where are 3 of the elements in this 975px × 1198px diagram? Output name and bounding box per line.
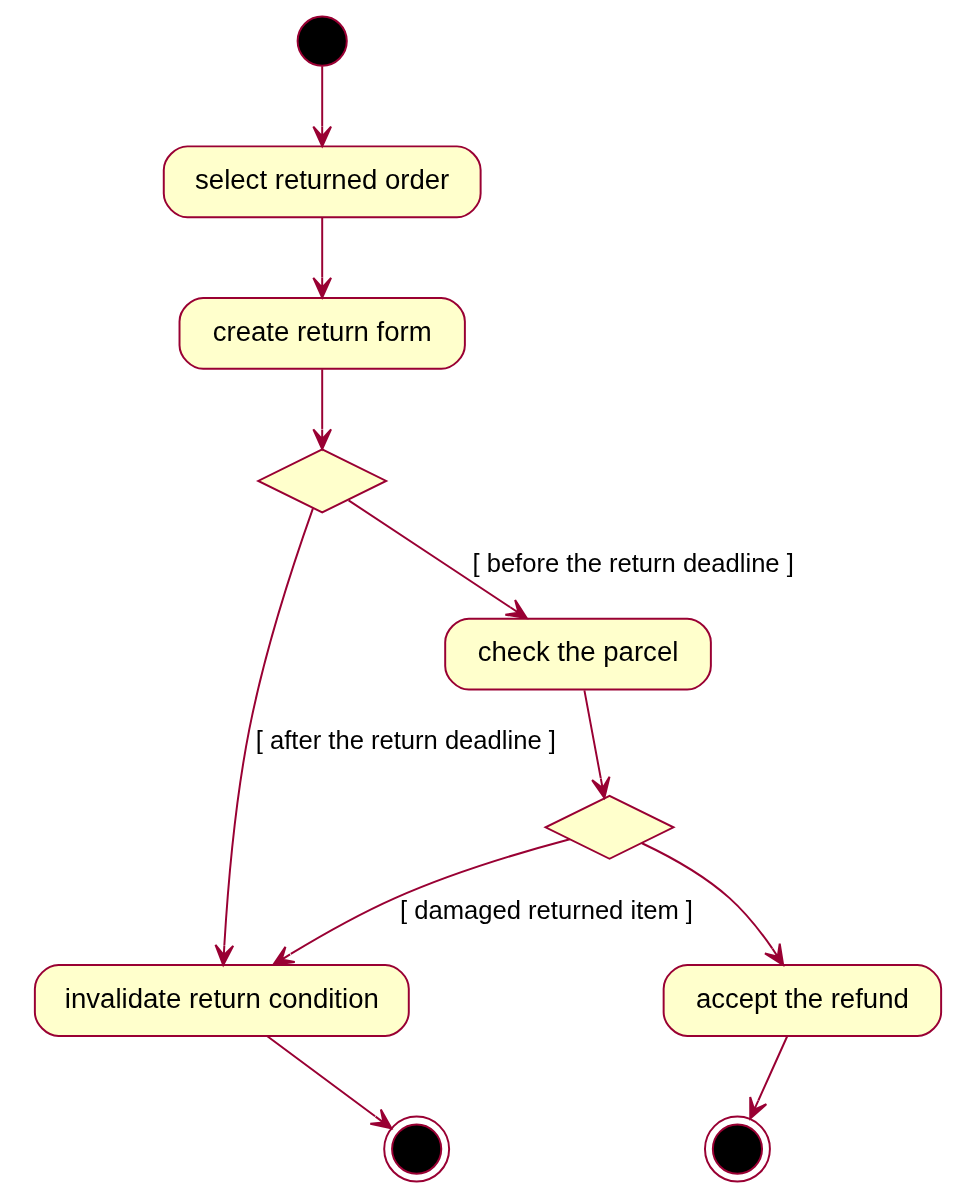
edge-label: [ damaged returned item ] xyxy=(399,895,693,924)
edge-label: [ after the return deadline ] xyxy=(255,726,556,755)
edge-label: [ before the return deadline ] xyxy=(471,549,794,578)
